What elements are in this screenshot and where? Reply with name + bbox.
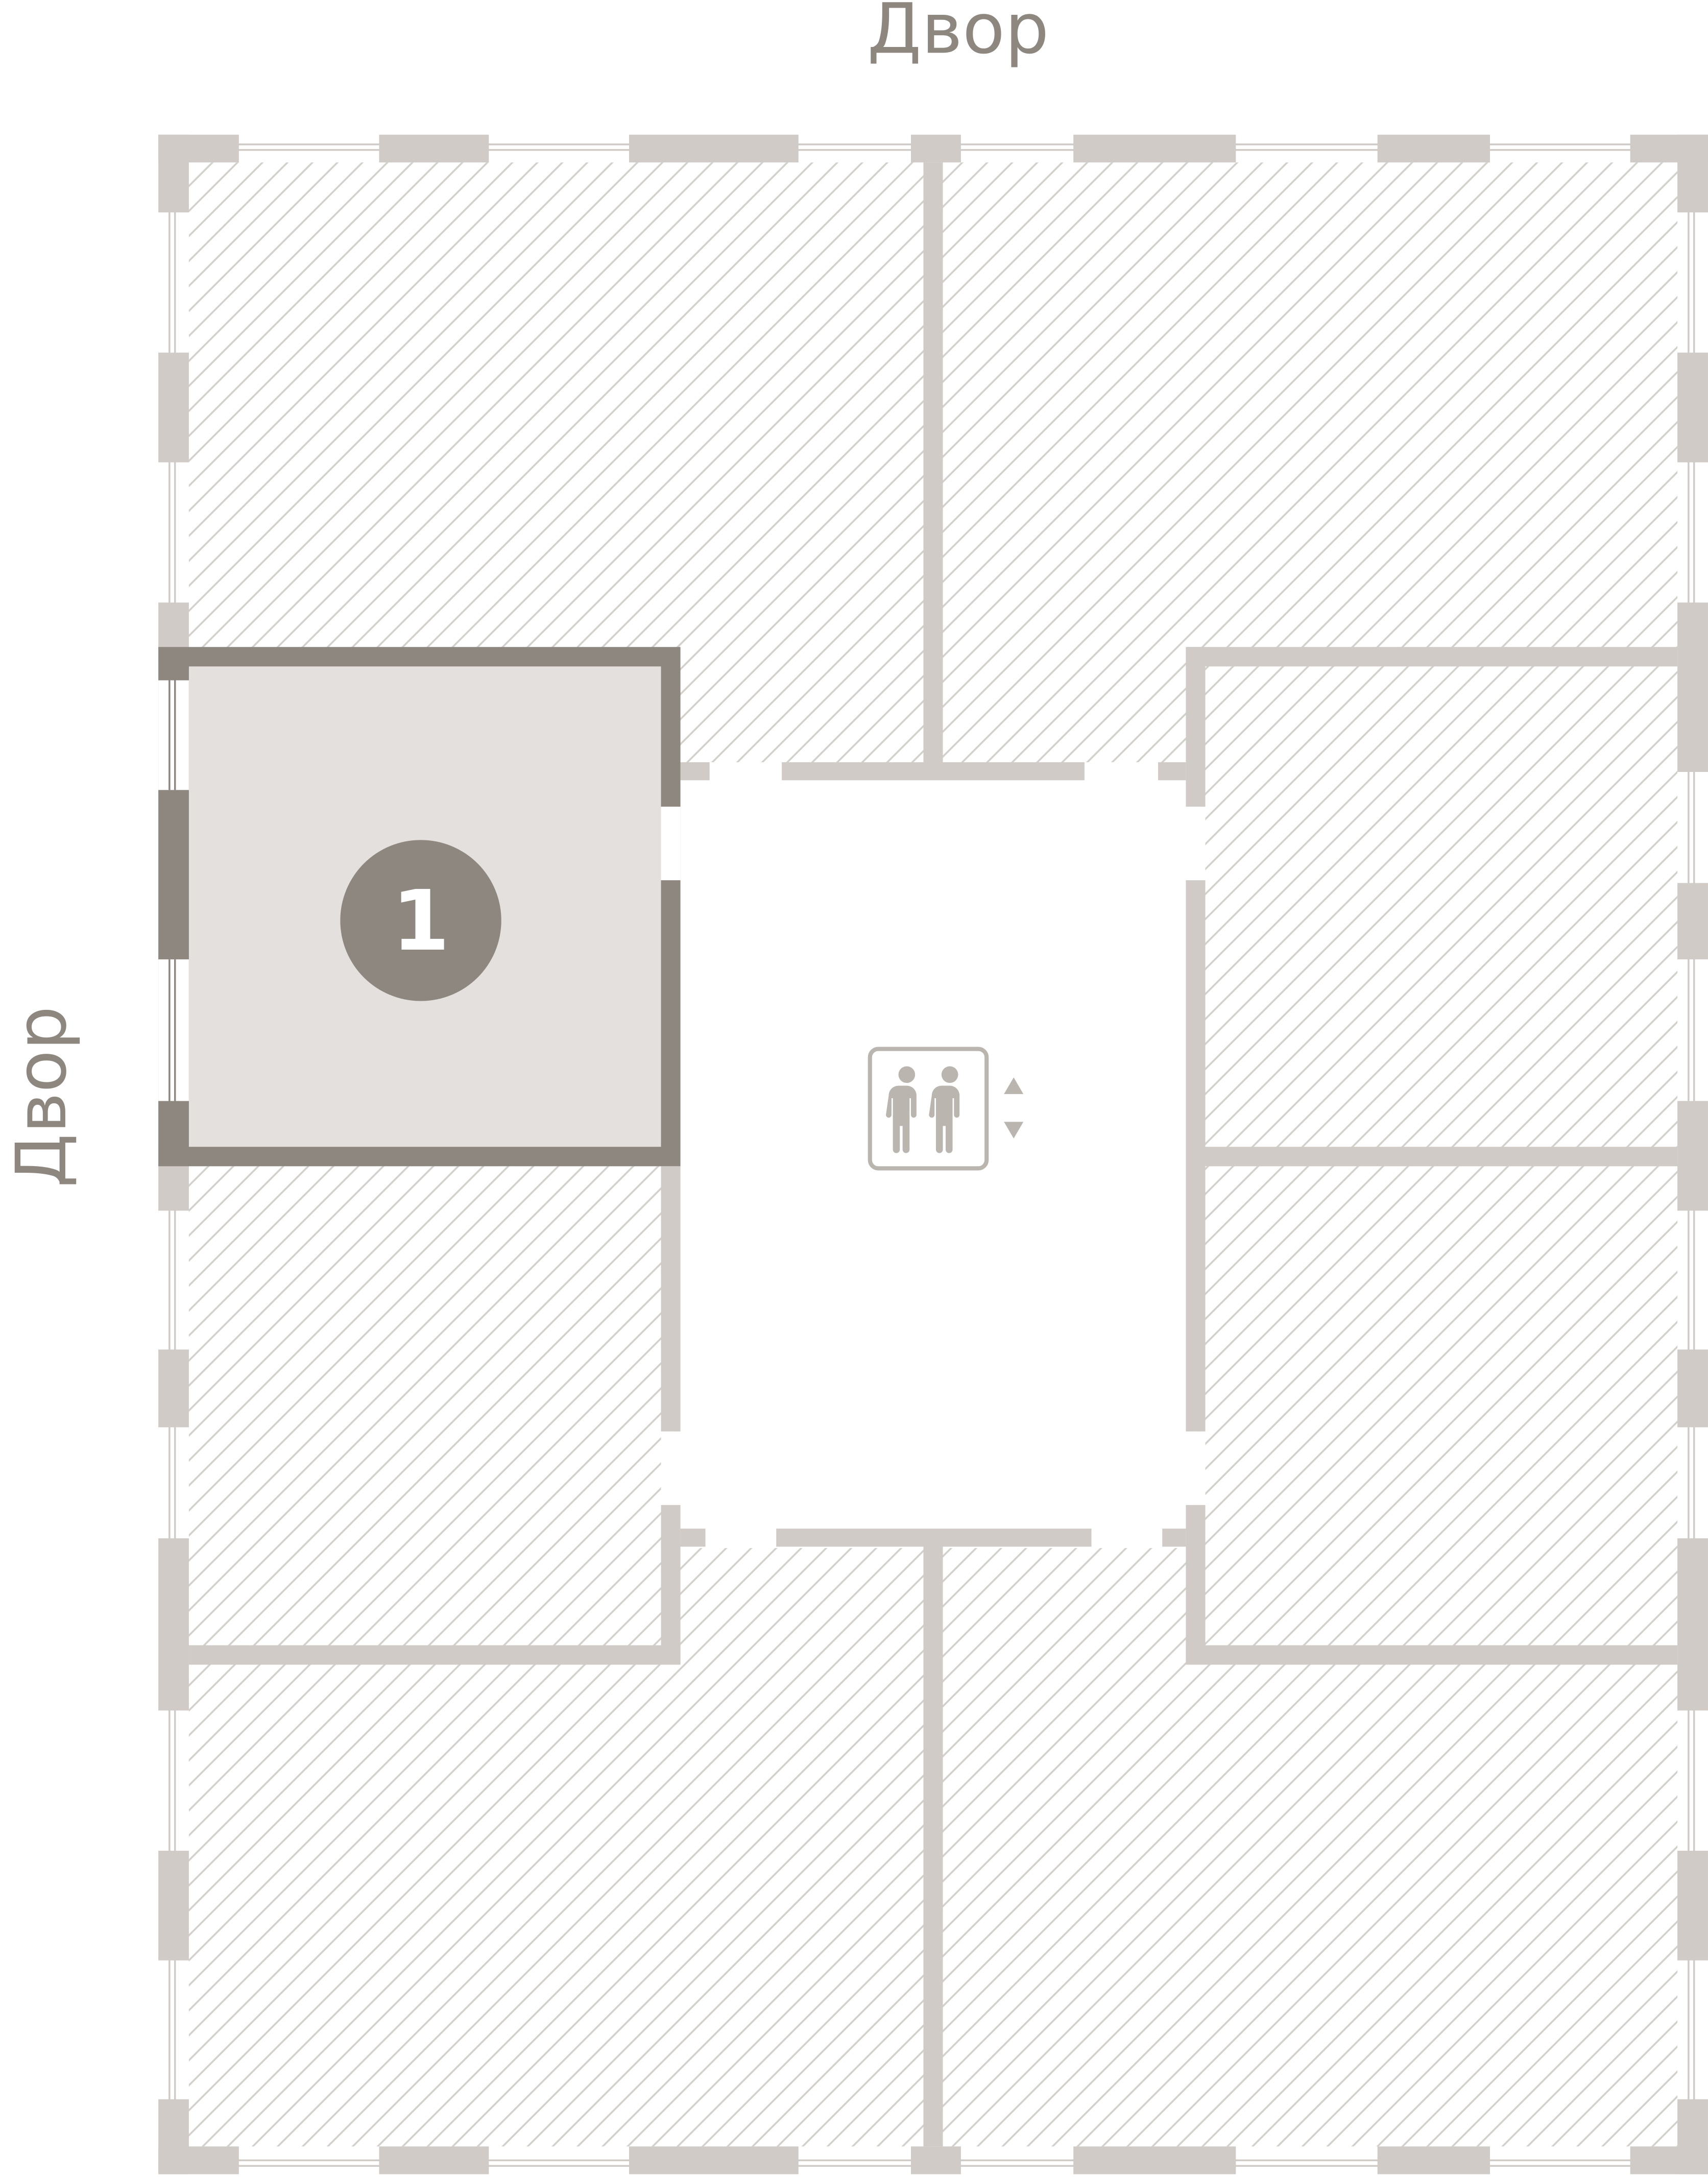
wall-segment — [629, 134, 799, 163]
wall-segment — [661, 1166, 681, 1432]
wall-segment — [910, 134, 961, 163]
wall-segment — [1677, 352, 1708, 463]
wall-segment — [379, 134, 489, 163]
wall-segment — [158, 2099, 189, 2174]
building-core — [661, 762, 1206, 1549]
wall-segment — [158, 1538, 189, 1711]
wall-segment — [1677, 1850, 1708, 1961]
wall-segment — [1186, 1645, 1678, 1665]
wall-segment — [1677, 1349, 1708, 1428]
wall-segment — [1073, 134, 1236, 163]
wall-segment — [188, 1645, 681, 1665]
wall-segment — [1158, 762, 1186, 781]
apartment-number-badge[interactable] — [340, 840, 501, 1001]
apartment-number: 1 — [392, 873, 450, 970]
apartment-window — [158, 680, 189, 790]
wall-segment — [1677, 1538, 1708, 1711]
wall-segment — [1377, 134, 1490, 163]
wall-segment — [1377, 2146, 1490, 2174]
apartment-door-gap — [661, 806, 681, 881]
wall-segment — [1186, 647, 1206, 807]
wall-segment — [1677, 134, 1708, 213]
courtyard-label-left: Двор — [2, 1006, 82, 1188]
wall-segment — [379, 2146, 489, 2174]
wall-segment — [782, 762, 1085, 781]
walls — [158, 134, 1708, 2174]
window-lines — [169, 680, 176, 1101]
wall-segment — [923, 1538, 943, 2147]
wall-segment — [1186, 880, 1206, 1432]
arrow-down-icon — [1004, 1122, 1024, 1139]
wall-segment — [158, 134, 189, 213]
wall-segment — [1162, 1529, 1186, 1547]
wall-segment — [1073, 2146, 1236, 2174]
wall-segment — [923, 162, 943, 762]
wall-segment — [1677, 1101, 1708, 1211]
wall-segment — [910, 2146, 961, 2174]
apartment-window — [158, 959, 189, 1101]
courtyard-label-top: Двор — [868, 0, 1049, 69]
wall-segment — [1677, 2099, 1708, 2174]
wall-segment — [680, 1529, 706, 1547]
wall-segment — [1677, 602, 1708, 772]
wall-segment — [629, 2146, 799, 2174]
wall-segment — [158, 1850, 189, 1961]
wall-segment — [1677, 883, 1708, 960]
wall-segment — [661, 1505, 681, 1665]
wall-segment — [158, 1349, 189, 1428]
arrow-up-icon — [1004, 1077, 1024, 1094]
wall-segment — [158, 352, 189, 463]
apartment-1[interactable]: 1 — [158, 647, 681, 1167]
elevator-icon — [868, 1047, 1024, 1171]
wall-segment — [1186, 1505, 1206, 1665]
wall-segment — [776, 1529, 1092, 1547]
wall-segment — [680, 762, 710, 781]
wall-segment — [1205, 1147, 1678, 1167]
wall-segment — [1186, 647, 1678, 667]
